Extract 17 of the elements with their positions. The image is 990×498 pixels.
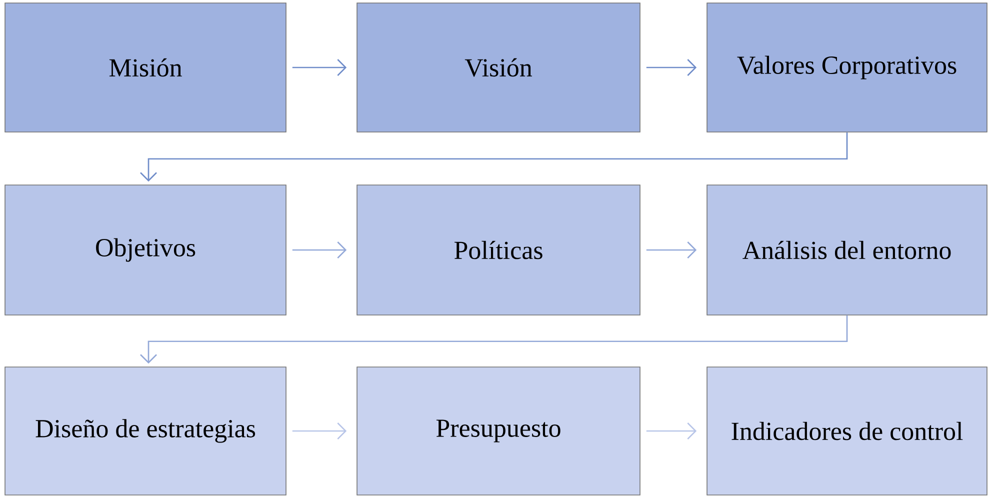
- arrow: [292, 59, 347, 76]
- arrow: [646, 242, 697, 258]
- arrow: [140, 315, 848, 364]
- arrow: [292, 422, 347, 440]
- process-box: Políticas: [356, 184, 640, 316]
- arrow: [292, 242, 347, 258]
- arrow: [140, 132, 848, 182]
- process-box: Presupuesto: [356, 366, 640, 496]
- process-box: Objetivos: [4, 184, 286, 316]
- process-box: Análisis del entorno: [706, 184, 988, 316]
- arrow: [646, 422, 697, 440]
- arrow: [646, 59, 697, 76]
- process-box: Valores Corporativos: [706, 2, 988, 132]
- process-box: Misión: [4, 2, 286, 132]
- process-box: Visión: [356, 2, 640, 132]
- process-box: Diseño de estrategias: [4, 366, 286, 496]
- process-box: Indicadores de control: [706, 366, 988, 496]
